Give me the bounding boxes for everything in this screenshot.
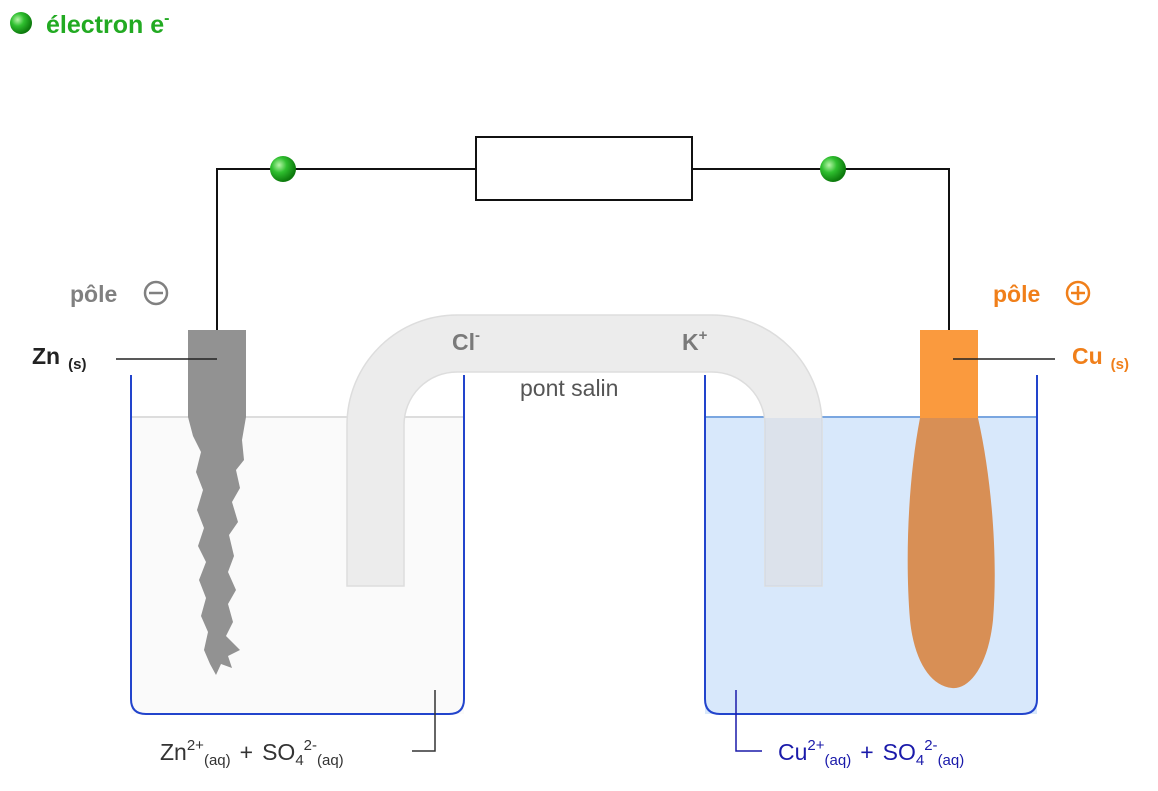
right-ion2: SO [883,739,916,765]
right-solution-formula: Cu2+(aq)+SO42-(aq) [778,737,964,769]
zn-symbol: Zn [32,343,60,369]
right-beaker [704,375,1038,715]
right-ion1-state: (aq) [825,752,852,769]
legend-label: électron e [46,11,164,39]
cu-electrode-label: Cu (s) [1072,343,1129,373]
right-ion2-sub: 4 [916,752,924,769]
salt-bridge-submerged-right [765,418,822,586]
left-ion1: Zn [160,739,187,765]
left-ion2: SO [262,739,295,765]
left-pole-label: pôle [70,281,117,307]
cu-state: (s) [1111,356,1129,373]
left-beaker [130,375,465,715]
legend-superscript: - [164,10,169,27]
electron-legend-icon [10,12,32,34]
right-plus: + [860,739,873,765]
potassium-ion-label: K+ [682,327,708,355]
right-solution-leader [735,690,762,752]
resistor [475,136,693,201]
copper-electrode-top [920,330,978,418]
right-wire [692,168,950,330]
left-plus: + [240,739,253,765]
right-pole: pôle [993,280,1091,307]
potassium-symbol: K [682,329,699,355]
zinc-electrode-corroded [188,417,246,675]
zinc-electrode-top [188,330,246,417]
right-pole-label: pôle [993,281,1040,307]
chloride-ion-label: Cl- [452,327,480,355]
minus-circle-icon [143,280,169,306]
electron-ball-right [820,156,846,182]
zn-electrode-label: Zn (s) [32,343,86,373]
left-ion1-charge: 2+ [187,737,204,754]
electron-ball-left [270,156,296,182]
salt-bridge [346,314,823,587]
chloride-charge: - [475,327,480,344]
legend: électron e- [10,10,169,39]
left-wire [216,168,476,330]
left-ion2-charge: 2- [304,737,317,754]
right-ion1: Cu [778,739,807,765]
zn-state: (s) [68,356,86,373]
zinc-electrode [188,330,246,675]
svg-text:électron e-: électron e- [46,10,169,39]
external-circuit [216,136,950,330]
copper-electrode-deposit [907,418,995,689]
left-solution [131,417,464,714]
left-ion2-state: (aq) [317,752,344,769]
right-ion2-state: (aq) [938,752,965,769]
right-ion2-charge: 2- [924,737,937,754]
right-ion1-charge: 2+ [807,737,824,754]
cu-symbol: Cu [1072,343,1103,369]
copper-electrode [907,330,995,689]
plus-circle-icon [1065,280,1091,306]
left-ion2-sub: 4 [295,752,303,769]
chloride-symbol: Cl [452,329,475,355]
salt-bridge-label: pont salin [520,375,618,401]
left-solution-leader [412,690,436,752]
left-pole: pôle [70,280,169,307]
potassium-charge: + [699,327,708,344]
left-ion1-state: (aq) [204,752,231,769]
left-solution-formula: Zn2+(aq)+SO42-(aq) [160,737,344,769]
